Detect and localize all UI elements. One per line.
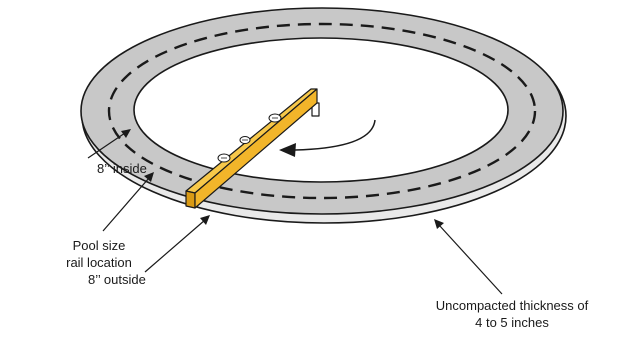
level-vial-right: [268, 113, 282, 123]
leader-inside: [87, 129, 131, 159]
level-board: [185, 88, 320, 209]
arrowhead-inside: [121, 129, 131, 138]
arrowhead-outside: [200, 215, 210, 225]
leader-outside: [144, 215, 210, 273]
rotation-arrowhead: [279, 143, 296, 157]
level-front-face: [194, 88, 318, 209]
sand-ring-inner: [133, 37, 509, 183]
arrowhead-pool-rail: [144, 172, 154, 182]
level-vial-center: [239, 136, 251, 144]
rotation-arrow: [294, 119, 376, 151]
label-pool-size: Pool size: [72, 238, 126, 253]
label-uncompacted-thickness: Uncompacted thickness of 4 to 5 inches: [404, 297, 620, 331]
label-8-inch-outside: 8’’ outside: [88, 272, 146, 287]
leader-thickness: [434, 219, 503, 295]
label-rail-location: rail location: [66, 255, 132, 270]
label-thickness-line1: Uncompacted thickness of: [435, 298, 589, 313]
level-side-face: [185, 190, 196, 209]
label-8-inch-inside: 8’’ inside: [97, 161, 147, 176]
label-thickness-line2: 4 to 5 inches: [475, 315, 549, 330]
leader-pool-rail: [102, 172, 154, 232]
level-vial-left: [217, 153, 231, 163]
label-pool-size-rail-location: Pool size rail location: [54, 237, 144, 271]
arrowhead-thickness: [434, 219, 444, 229]
rail-location-dashed-line: [107, 22, 537, 200]
